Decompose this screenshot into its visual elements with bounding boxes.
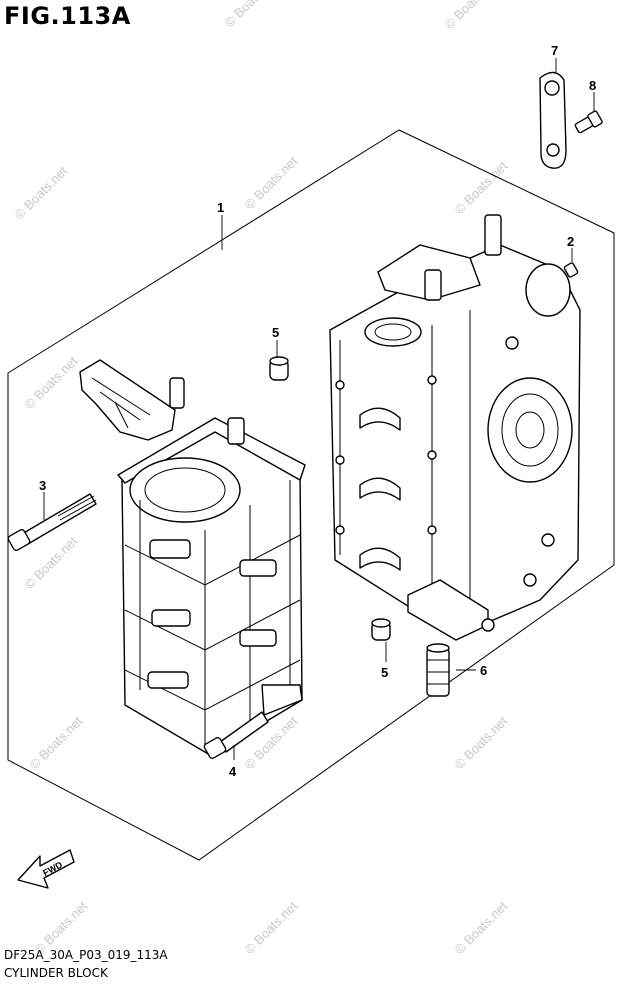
callout-8: 8 bbox=[589, 78, 596, 93]
callout-7: 7 bbox=[551, 43, 558, 58]
cylinder-block bbox=[329, 214, 581, 641]
figure-title: FIG.113A bbox=[4, 2, 131, 30]
watermark: © Boats.net bbox=[242, 898, 301, 957]
part-5-dowel-lower bbox=[371, 618, 391, 641]
watermark: © Boats.net bbox=[12, 163, 71, 222]
watermark: © Boats.net bbox=[452, 713, 511, 772]
part-2-screw bbox=[563, 262, 579, 278]
fwd-arrow: FWD bbox=[17, 849, 75, 889]
watermark: © Boats.net bbox=[242, 153, 301, 212]
watermark: © Boats.net bbox=[22, 353, 81, 412]
callout-4: 4 bbox=[229, 764, 237, 779]
callout-2: 2 bbox=[567, 234, 574, 249]
callout-5-lower: 5 bbox=[381, 665, 388, 680]
watermark: © Boats.net bbox=[452, 898, 511, 957]
part-7-bracket bbox=[539, 71, 567, 169]
watermark: © Boats.net bbox=[452, 158, 511, 217]
leader-lines bbox=[43, 58, 595, 760]
part-3-bolt bbox=[7, 493, 97, 552]
assembly-frame bbox=[7, 129, 615, 861]
callout-5-upper: 5 bbox=[272, 325, 279, 340]
part-6-fitting bbox=[426, 643, 450, 697]
watermark: © Boats.net bbox=[27, 713, 86, 772]
part-8-bolt bbox=[574, 110, 603, 134]
part-5-dowel-upper bbox=[269, 356, 289, 381]
figure-name: CYLINDER BLOCK bbox=[4, 966, 108, 980]
callout-3: 3 bbox=[39, 478, 46, 493]
callout-6: 6 bbox=[480, 663, 487, 678]
watermark: © Boats.net bbox=[222, 0, 281, 30]
callout-1: 1 bbox=[217, 200, 224, 215]
figure-code: DF25A_30A_P03_019_113A bbox=[4, 948, 168, 962]
part-4-bolt bbox=[203, 711, 269, 760]
crankcase-half bbox=[79, 359, 306, 756]
watermark: © Boats.net bbox=[442, 0, 501, 32]
